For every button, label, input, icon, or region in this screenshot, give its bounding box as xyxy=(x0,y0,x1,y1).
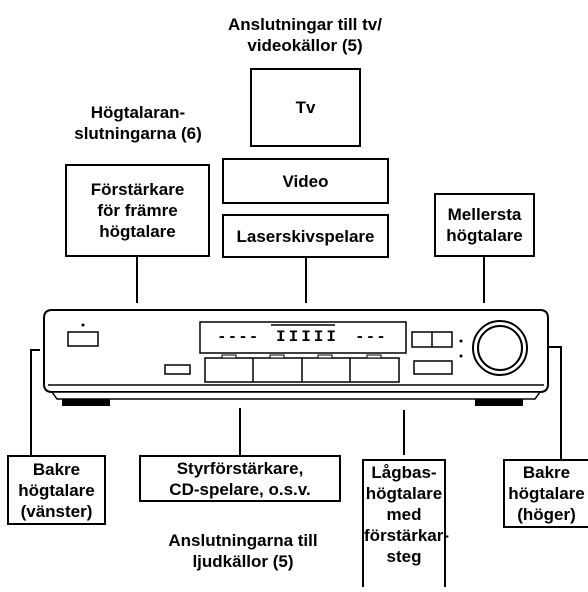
front-amp-box: Förstärkare för främre högtalare xyxy=(65,164,210,257)
connector-lines xyxy=(30,256,562,459)
tv-box: Tv xyxy=(250,68,361,147)
speaker-connections-caption: Högtalaran- slutningarna (6) xyxy=(74,103,202,143)
power-button xyxy=(67,331,99,347)
audio-connections-caption: Anslutningarna till ljudkällor (5) xyxy=(168,531,318,571)
amp-cd-box: Styrförstärkare, CD-spelare, o.s.v. xyxy=(139,455,341,502)
video-box: Video xyxy=(222,158,389,204)
receiver-unit xyxy=(43,309,549,406)
display-window xyxy=(199,321,407,354)
rear-right-speaker-box: Bakre högtalare (höger) xyxy=(503,459,588,528)
laserdisc-box: Laserskivspelare xyxy=(222,214,389,258)
rear-left-speaker-box: Bakre högtalare (vänster) xyxy=(7,455,106,525)
subwoofer-box: Lågbas- högtalare med förstärkar- steg xyxy=(362,459,449,587)
rear-left-line xyxy=(30,349,40,455)
rear-right-line xyxy=(548,346,562,459)
wide-button xyxy=(413,360,453,375)
video-connections-caption: Anslutningar till tv/ videokällor (5) xyxy=(228,15,382,55)
display-level-bars: IIIII xyxy=(276,328,340,346)
center-speaker-box: Mellersta högtalare xyxy=(434,193,535,257)
display-right-segments: --- xyxy=(355,328,387,346)
headphone-slot xyxy=(164,364,191,375)
display-left-segments: ---- xyxy=(217,328,260,346)
